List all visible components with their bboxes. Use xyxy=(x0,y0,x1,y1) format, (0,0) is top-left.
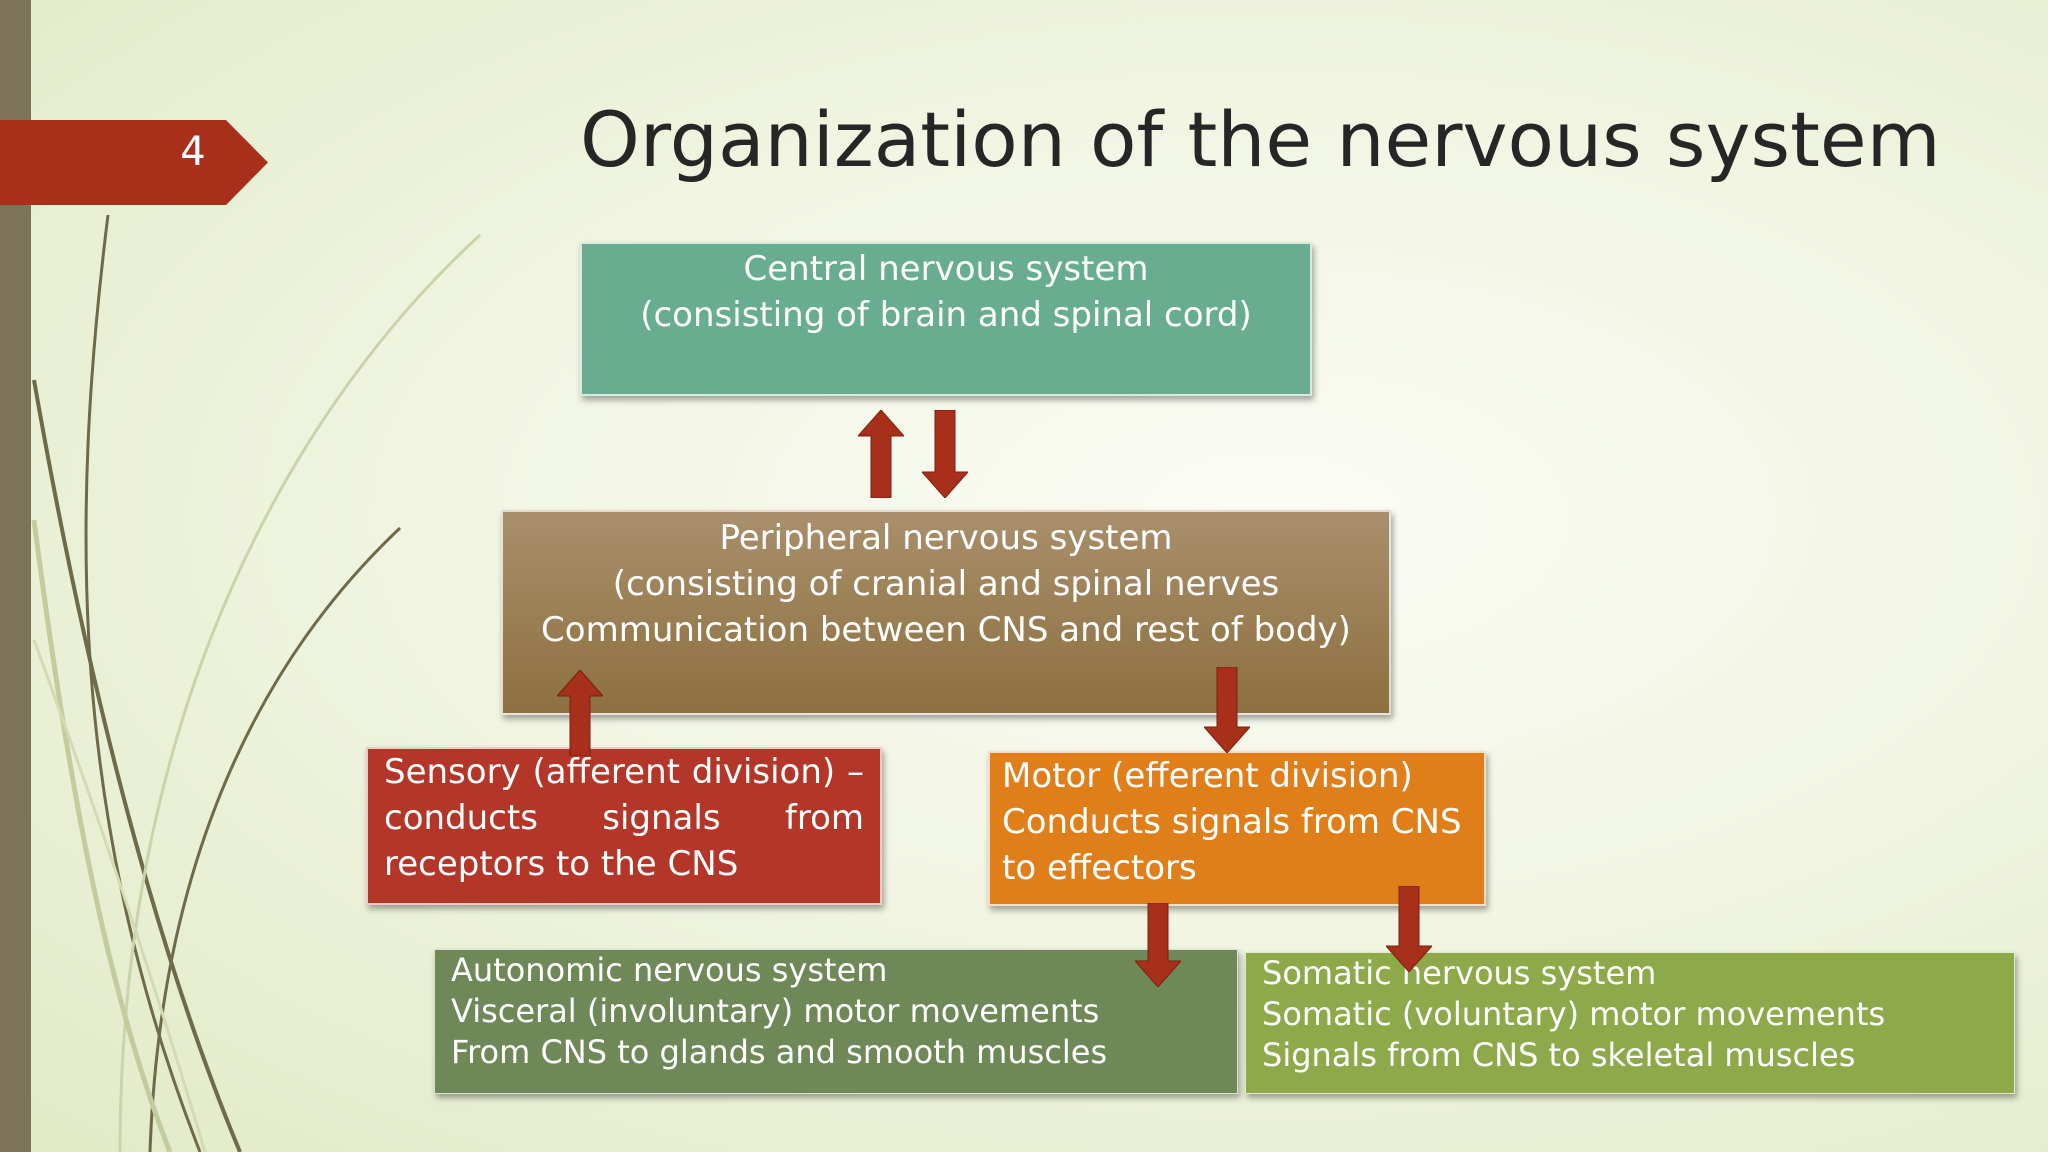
decorative-curves xyxy=(31,214,482,1152)
pns-line: Communication between CNS and rest of bo… xyxy=(541,610,1351,650)
autonomic-line: Autonomic nervous system xyxy=(451,951,888,989)
cns-line: (consisting of brain and spinal cord) xyxy=(640,295,1252,335)
slide-number: 4 xyxy=(180,129,206,175)
slide-number-tab xyxy=(0,120,268,205)
motor-line: to effectors xyxy=(1002,848,1197,888)
autonomic-box: Autonomic nervous system Visceral (invol… xyxy=(434,949,1238,1094)
slide-title: Organization of the nervous system xyxy=(580,95,1941,184)
arrow-up-icon xyxy=(557,670,603,756)
pns-box: Peripheral nervous system (consisting of… xyxy=(501,510,1391,715)
arrow-down-icon xyxy=(922,410,968,498)
autonomic-line: Visceral (involuntary) motor movements xyxy=(451,992,1100,1030)
cns-line: Central nervous system xyxy=(743,249,1149,289)
pns-line: (consisting of cranial and spinal nerves xyxy=(612,564,1280,604)
arrow-up-icon xyxy=(858,410,904,498)
somatic-line: Signals from CNS to skeletal muscles xyxy=(1262,1036,1856,1074)
arrow-down-icon xyxy=(1135,903,1181,987)
somatic-box: Somatic nervous system Somatic (voluntar… xyxy=(1245,952,2015,1094)
sensory-line: Sensory (afferent division) – xyxy=(384,752,864,792)
somatic-line: Somatic nervous system xyxy=(1262,954,1657,992)
somatic-line: Somatic (voluntary) motor movements xyxy=(1262,995,1886,1033)
sensory-line: receptors to the CNS xyxy=(384,844,739,884)
cns-box: Central nervous system (consisting of br… xyxy=(580,242,1312,396)
autonomic-line: From CNS to glands and smooth muscles xyxy=(451,1033,1108,1071)
motor-line: Conducts signals from CNS xyxy=(1002,802,1462,842)
pns-line: Peripheral nervous system xyxy=(719,518,1173,558)
arrow-down-icon xyxy=(1386,886,1432,972)
motor-box: Motor (efferent division) Conducts signa… xyxy=(988,751,1486,906)
arrow-down-icon xyxy=(1204,667,1250,753)
motor-line: Motor (efferent division) xyxy=(1002,756,1413,796)
sensory-line: conducts signals from xyxy=(384,798,864,838)
sensory-box: Sensory (afferent division) – conducts s… xyxy=(366,747,882,905)
